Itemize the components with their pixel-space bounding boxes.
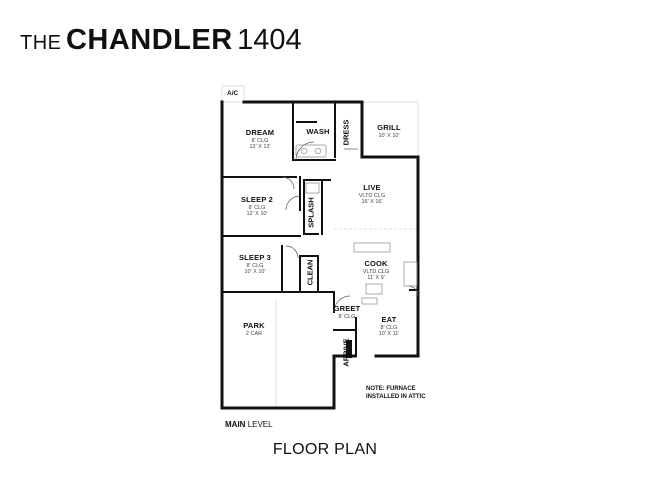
furnace-note-line2: INSTALLED IN ATTIC xyxy=(366,393,426,400)
wash-vanity xyxy=(295,144,327,158)
wash-sink-2 xyxy=(314,148,322,154)
room-clean-name: CLEAN xyxy=(305,259,315,286)
door-swings xyxy=(281,141,419,313)
room-wash: WASH xyxy=(302,127,334,137)
room-park: PARK 2 CAR xyxy=(234,321,274,337)
exterior-walls xyxy=(220,100,420,410)
room-sleep3-ceiling: 8' CLG xyxy=(246,262,264,269)
room-park-name: PARK xyxy=(243,321,265,330)
ac-pad-outline xyxy=(221,85,245,103)
room-dream-ceiling: 8' CLG xyxy=(251,137,269,144)
room-eat-size: 10' X 11' xyxy=(378,330,400,337)
room-live: LIVE VLTD CLG 16' X 16' xyxy=(354,183,390,205)
level-label-rest: LEVEL xyxy=(247,420,273,429)
cook-fridge xyxy=(403,261,418,287)
room-cook-size: 11' X 9' xyxy=(367,274,385,281)
ac-label: A/C xyxy=(227,90,239,97)
floor-plan-caption: FLOOR PLAN xyxy=(272,441,378,458)
fixtures xyxy=(295,144,418,305)
room-eat-name: EAT xyxy=(381,315,397,324)
room-wash-name: WASH xyxy=(306,127,330,136)
room-sleep2-name: SLEEP 2 xyxy=(240,195,274,204)
level-label-bold: MAIN xyxy=(225,420,246,429)
room-greet-name: GREET xyxy=(333,304,361,313)
furnace-note: NOTE: FURNACE INSTALLED IN ATTIC xyxy=(366,386,426,402)
kitchen-island xyxy=(353,242,391,253)
room-sleep3-size: 10' X 10' xyxy=(244,268,266,275)
door-greet xyxy=(333,295,351,313)
room-greet: GREET 8' CLG xyxy=(333,304,361,320)
door-dream-sleep2 xyxy=(281,176,295,190)
room-eat-ceiling: 8' CLG xyxy=(380,324,398,331)
room-grill-size: 10' X 10' xyxy=(378,132,400,139)
room-dream: DREAM 8' CLG 12' X 13' xyxy=(240,128,280,150)
room-grill-name: GRILL xyxy=(377,123,401,132)
room-live-name: LIVE xyxy=(363,183,381,192)
splash-sink xyxy=(305,182,320,194)
room-arrive-name: ARRIVE xyxy=(341,338,351,367)
room-sleep3-name: SLEEP 3 xyxy=(238,253,272,262)
room-park-size: 2 CAR xyxy=(245,330,263,337)
title-prefix: THE xyxy=(20,32,62,54)
room-greet-ceiling: 8' CLG xyxy=(338,313,356,320)
cook-range xyxy=(365,283,383,295)
room-cook-name: COOK xyxy=(364,259,388,268)
room-live-size: 16' X 16' xyxy=(361,198,383,205)
room-sleep2-size: 12' X 10' xyxy=(246,210,268,217)
room-splash-name: SPLASH xyxy=(306,197,316,228)
room-live-ceiling: VLTD CLG xyxy=(358,192,386,199)
cook-counter xyxy=(361,297,378,305)
room-eat: EAT 8' CLG 10' X 11' xyxy=(372,315,406,337)
plan-title: THE CHANDLER 1404 xyxy=(20,26,302,55)
room-sleep3: SLEEP 3 8' CLG 10' X 10' xyxy=(234,253,276,275)
door-sleep2 xyxy=(285,195,301,211)
level-label: MAIN LEVEL xyxy=(225,420,273,429)
wall-west-south xyxy=(220,100,336,410)
wash-sink-1 xyxy=(300,148,308,154)
door-sleep3 xyxy=(285,245,299,259)
room-cook: COOK VLTD CLG 11' X 9' xyxy=(358,259,394,281)
room-cook-ceiling: VLTD CLG xyxy=(362,268,390,275)
wall-east xyxy=(360,100,420,358)
title-number: 1404 xyxy=(237,24,302,56)
entry-column xyxy=(346,340,352,358)
interior-walls xyxy=(221,101,419,357)
room-dress-name: DRESS xyxy=(341,119,351,146)
room-dream-name: DREAM xyxy=(245,128,275,137)
door-dream-wash xyxy=(295,141,315,161)
room-sleep2: SLEEP 2 8' CLG 12' X 10' xyxy=(236,195,278,217)
room-sleep2-ceiling: 8' CLG xyxy=(248,204,266,211)
furnace-note-line1: NOTE: FURNACE xyxy=(366,386,416,392)
title-name: CHANDLER xyxy=(65,24,233,56)
room-dream-size: 12' X 13' xyxy=(249,143,271,150)
room-grill: GRILL 10' X 10' xyxy=(372,123,406,139)
